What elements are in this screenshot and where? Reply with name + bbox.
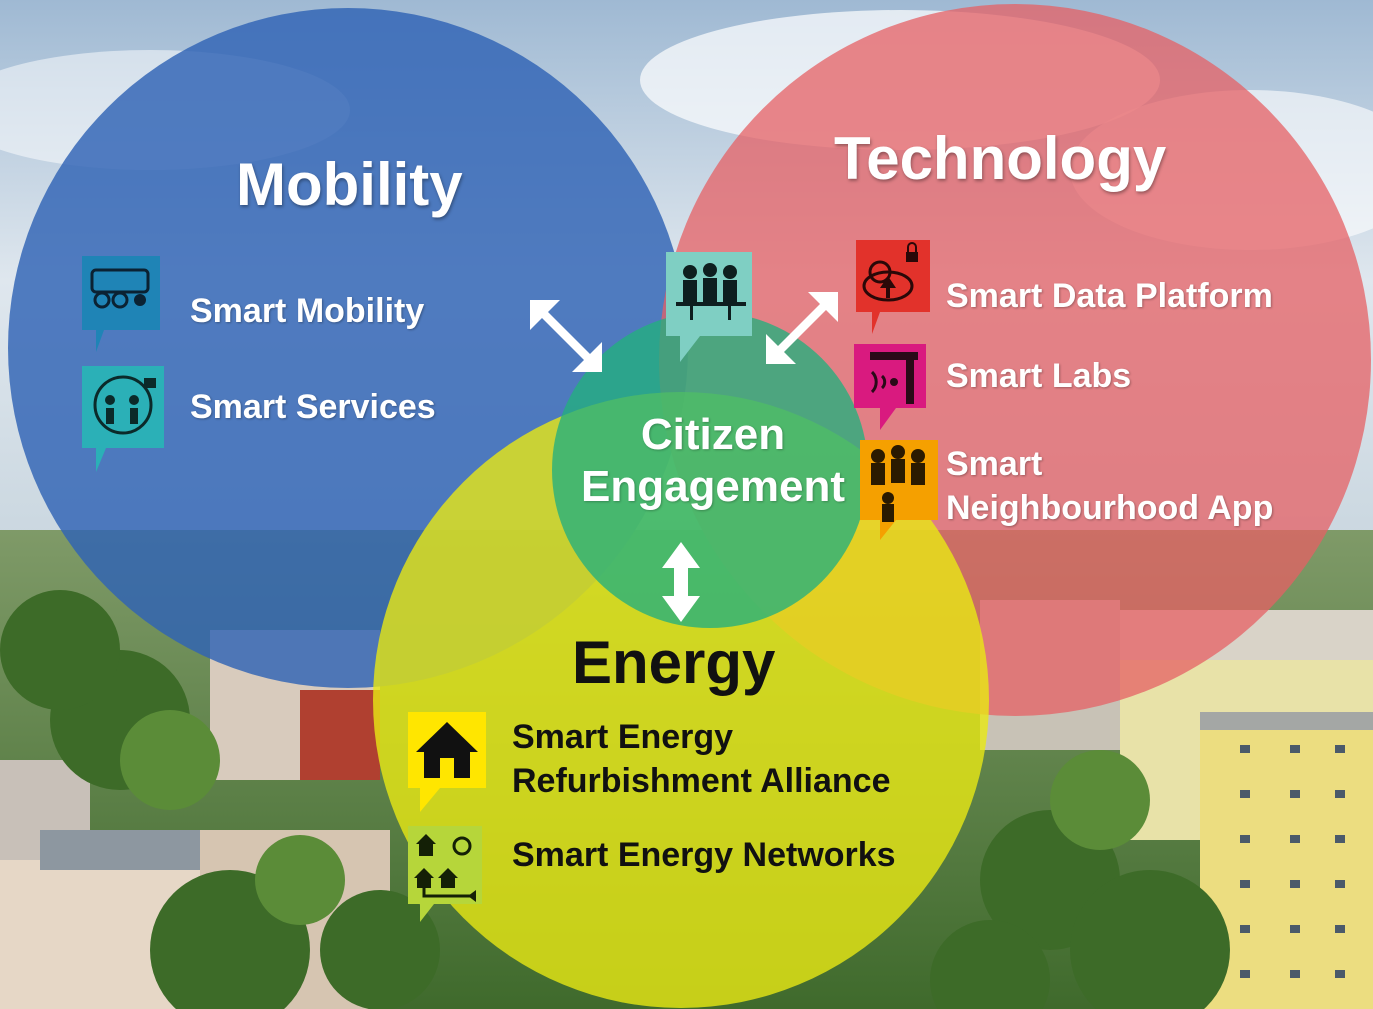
arrow-technology-citizen bbox=[766, 292, 838, 364]
house-icon bbox=[408, 712, 486, 812]
smart-energy-refurbishment-label-line1: Smart Energy bbox=[512, 718, 734, 756]
arrow-mobility-citizen bbox=[530, 300, 602, 372]
wifi-sensor-icon bbox=[854, 344, 926, 430]
arrow-citizen-energy bbox=[662, 542, 700, 622]
smart-neighbourhood-label-line1: Smart bbox=[946, 445, 1043, 483]
smart-services-label: Smart Services bbox=[190, 388, 436, 426]
smart-data-platform-label: Smart Data Platform bbox=[946, 277, 1273, 315]
smart-neighbourhood-label-line2: Neighbourhood App bbox=[946, 489, 1274, 527]
smart-energy-refurbishment-label-line2: Refurbishment Alliance bbox=[512, 762, 891, 800]
technology-title: Technology bbox=[834, 125, 1167, 192]
citizen-engagement-circle bbox=[552, 312, 868, 628]
meeting-people-icon bbox=[666, 252, 752, 362]
vehicles-icon bbox=[82, 256, 160, 352]
citizen-engagement-title-line1: Citizen bbox=[640, 410, 786, 459]
people-bench-icon bbox=[860, 440, 938, 540]
cloud-lock-icon bbox=[856, 240, 930, 334]
energy-network-icon bbox=[408, 826, 482, 922]
mobility-title: Mobility bbox=[236, 151, 463, 218]
smart-mobility-label: Smart Mobility bbox=[190, 292, 425, 330]
smart-labs-label: Smart Labs bbox=[946, 357, 1132, 395]
smart-energy-networks-label: Smart Energy Networks bbox=[512, 836, 896, 874]
services-icon bbox=[82, 366, 164, 472]
citizen-engagement-title-line2: Engagement bbox=[580, 462, 846, 511]
energy-title: Energy bbox=[572, 629, 776, 696]
